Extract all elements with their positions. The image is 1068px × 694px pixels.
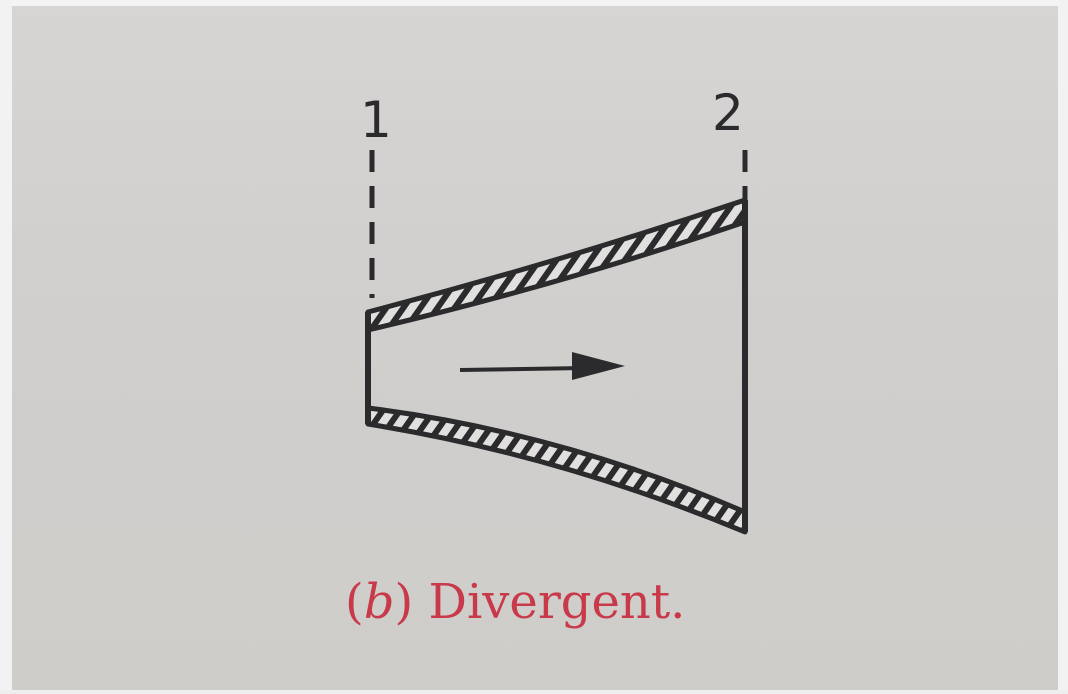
image-border-bottom (0, 690, 1068, 694)
image-border-left (0, 0, 12, 694)
caption-close-paren: ) (394, 574, 414, 630)
image-border-right (1058, 0, 1068, 694)
section-label-2: 2 (712, 84, 744, 142)
lower-nozzle-wall (365, 405, 748, 535)
caption-text: Divergent. (413, 574, 686, 630)
image-border-top (0, 0, 1068, 6)
caption-open-paren: ( (345, 574, 364, 630)
caption-letter: b (363, 574, 395, 630)
flow-arrow-shaft (459, 366, 586, 372)
flow-arrow-head (572, 352, 625, 380)
figure-caption: (b) Divergent. (345, 578, 765, 626)
upper-nozzle-wall (365, 197, 748, 333)
section-label-1: 1 (360, 91, 392, 149)
